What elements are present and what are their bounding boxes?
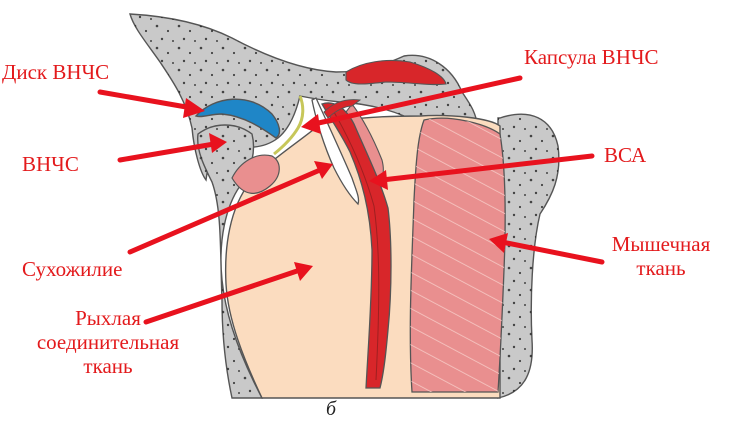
label-loose-tissue-line1: Рыхлая (20, 306, 196, 330)
label-muscle: Мышечная ткань (598, 232, 724, 280)
label-loose-tissue-line3: ткань (20, 354, 196, 378)
label-loose-tissue-line2: соединительная (20, 330, 196, 354)
label-capsule: Капсула ВНЧС (524, 45, 659, 69)
label-muscle-line1: Мышечная (598, 232, 724, 256)
label-joint: ВНЧС (22, 152, 79, 176)
muscle-tissue (410, 118, 505, 392)
figure-caption: б (326, 398, 336, 421)
label-muscle-line2: ткань (598, 256, 724, 280)
label-disk: Диск ВНЧС (2, 60, 109, 84)
label-loose-tissue: Рыхлая соединительная ткань (20, 306, 196, 378)
label-ica: ВСА (604, 143, 646, 167)
label-tendon: Сухожилие (22, 257, 122, 281)
vertebra-bone (498, 114, 559, 398)
